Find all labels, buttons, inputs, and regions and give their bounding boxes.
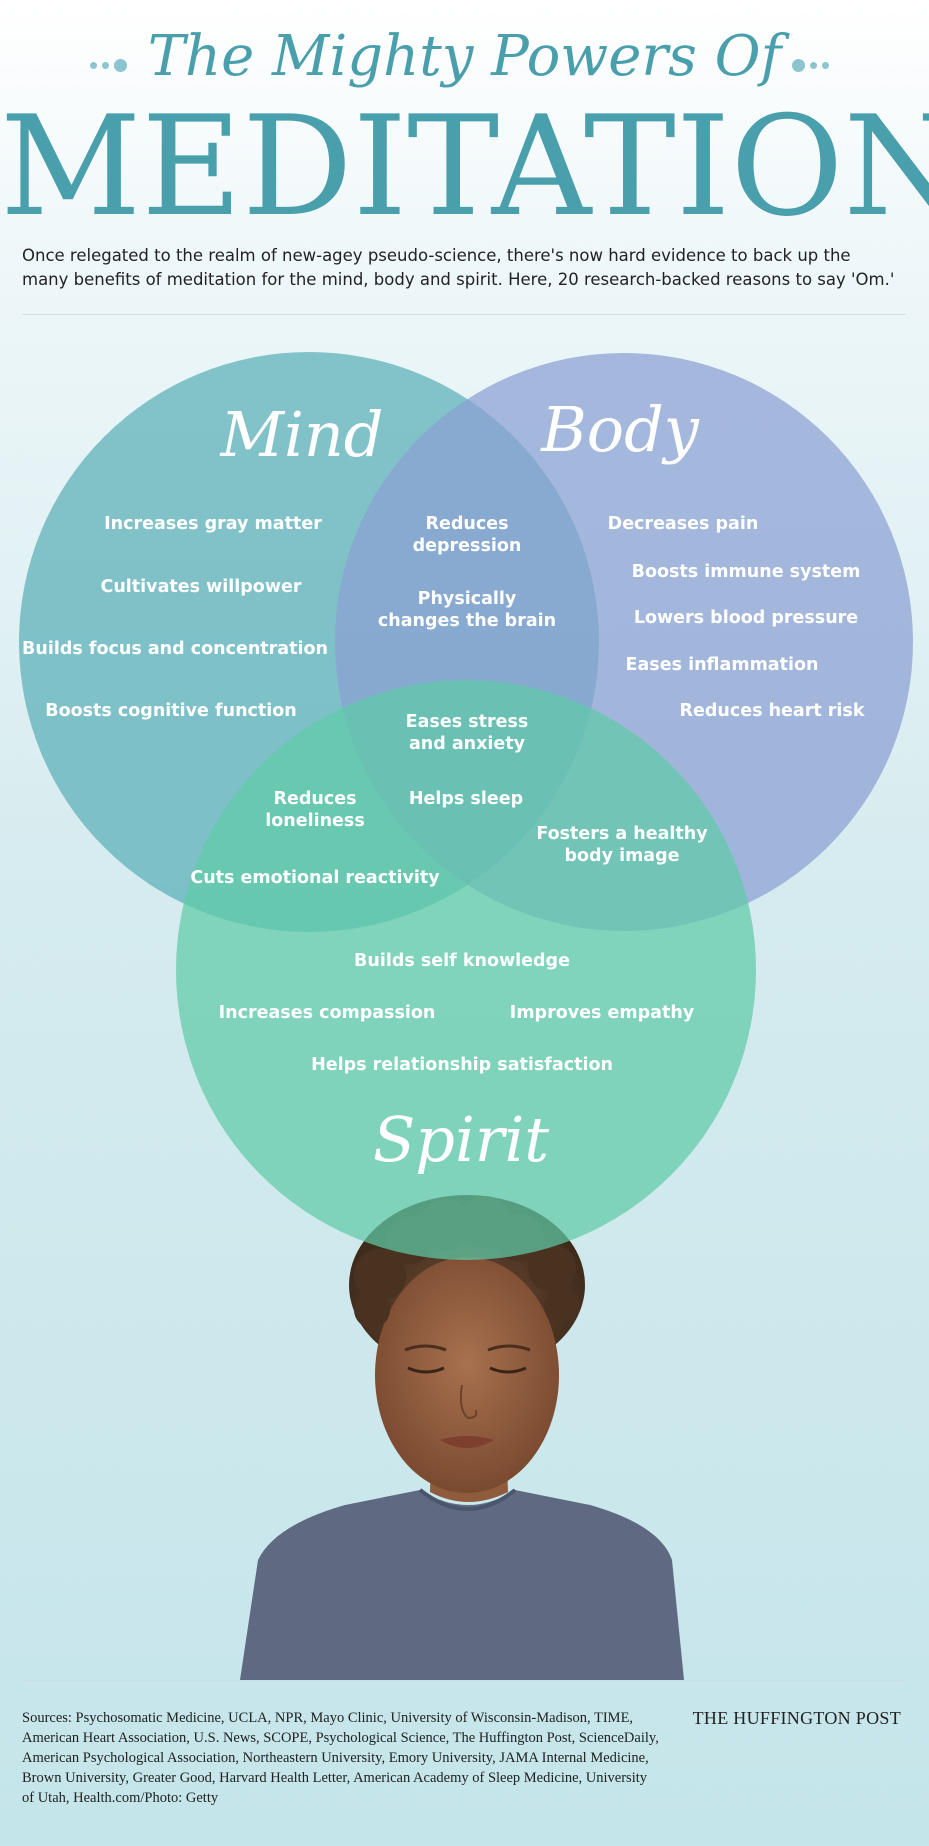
brand-logo: THE HUFFINGTON POST: [692, 1708, 901, 1728]
subtitle: The Mighty Powers Of: [147, 24, 782, 89]
all-three-item: Eases stress and anxiety: [405, 712, 529, 754]
body-title: Body: [541, 393, 699, 466]
spirit-title: Spirit: [372, 1103, 550, 1176]
body-item: Boosts immune system: [631, 562, 861, 582]
mind-spirit-item: Cuts emotional reactivity: [190, 868, 440, 888]
body-spirit-item: Fosters a healthy body image: [536, 824, 708, 866]
mind-item: Cultivates willpower: [100, 577, 302, 597]
spirit-item: Builds self knowledge: [354, 951, 570, 971]
mind-item: Increases gray matter: [104, 514, 322, 534]
spirit-item: Increases compassion: [218, 1003, 436, 1023]
decorative-dots-left: [90, 55, 132, 74]
mind-spirit-item: Reduces loneliness: [265, 789, 365, 831]
top-divider: [22, 314, 906, 315]
bottom-divider: [22, 1680, 906, 1681]
spirit-circle: [176, 680, 756, 1260]
mind-item: Builds focus and concentration: [22, 639, 328, 659]
body-item: Reduces heart risk: [679, 701, 865, 721]
mind-body-item: Physically changes the brain: [377, 589, 557, 631]
mind-body-item: Reduces depression: [412, 514, 522, 556]
page-title: MEDITATION: [0, 86, 929, 247]
mind-title: Mind: [220, 398, 384, 471]
mind-item: Boosts cognitive function: [45, 701, 297, 721]
body-item: Decreases pain: [607, 514, 759, 534]
spirit-item: Improves empathy: [509, 1003, 695, 1023]
body-item: Eases inflammation: [625, 655, 819, 675]
decorative-dots-right: [792, 55, 834, 74]
body-item: Lowers blood pressure: [633, 608, 859, 628]
meditating-woman-image: [240, 1195, 684, 1680]
spirit-item: Helps relationship satisfaction: [311, 1055, 613, 1075]
intro-text: Once relegated to the realm of new-agey …: [22, 246, 895, 289]
all-three-item: Helps sleep: [408, 789, 524, 809]
sources-text: Sources: Psychosomatic Medicine, UCLA, N…: [22, 1710, 659, 1806]
